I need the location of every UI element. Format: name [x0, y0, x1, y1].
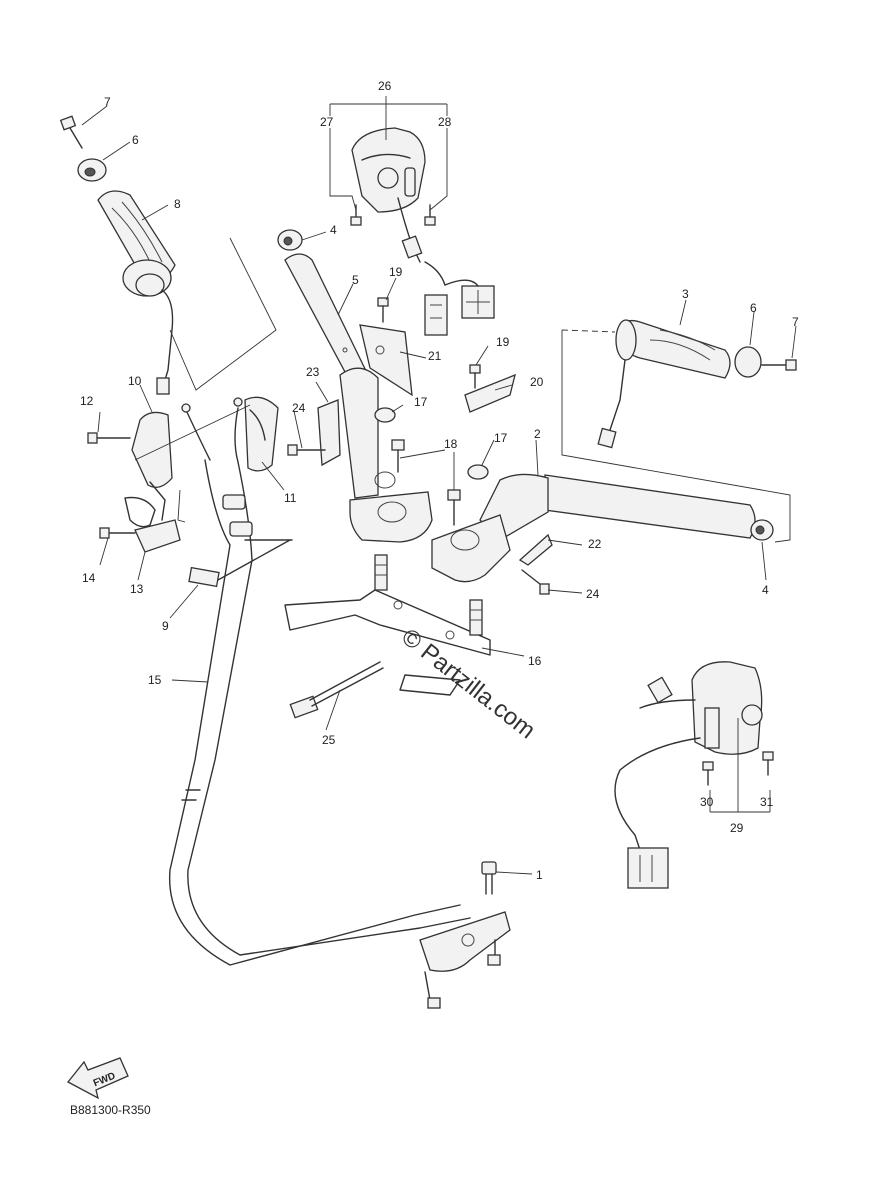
- callout-21: 21: [428, 349, 442, 363]
- diagram-code: B881300-R350: [70, 1103, 151, 1117]
- callout-25: 25: [322, 733, 336, 747]
- callout-17: 17: [494, 431, 508, 445]
- callout-18: 18: [444, 437, 458, 451]
- leader-lines: [81, 96, 797, 875]
- screw-24: [287, 444, 550, 595]
- callout-15: 15: [148, 673, 162, 687]
- cable-tie-25: [289, 661, 384, 719]
- nut-17-left: [374, 407, 396, 423]
- callout-1: 1: [536, 868, 543, 882]
- callout-19: 19: [389, 265, 403, 279]
- guide-22: [518, 533, 553, 566]
- guide-21: [359, 324, 413, 397]
- callout-3: 3: [682, 287, 689, 301]
- screw-7-right: [761, 359, 797, 371]
- callout-5: 5: [352, 273, 359, 287]
- guide-23: [317, 399, 341, 467]
- grip-3-right: [597, 319, 731, 449]
- handlebar-switch-right: [351, 127, 495, 336]
- grip-end-6-left: [77, 158, 107, 182]
- fwd-arrow-icon: FWD: [67, 1057, 129, 1100]
- screw-14: [99, 527, 136, 539]
- callout-4: 4: [330, 223, 337, 237]
- screw-28: [424, 204, 436, 226]
- callout-24: 24: [586, 587, 600, 601]
- handlebar-switch-left-29: [614, 661, 763, 889]
- callout-17: 17: [414, 395, 428, 409]
- throttle-housing-10: [131, 411, 173, 521]
- callout-13: 13: [130, 582, 144, 596]
- bar-end-weight-4-left: [277, 229, 303, 251]
- handlebar-holder-16: [284, 554, 491, 696]
- nut-17-right: [467, 464, 489, 480]
- callout-26: 26: [378, 79, 392, 93]
- callout-16: 16: [528, 654, 542, 668]
- callout-labels: 7 6 8 4 5 26 27 28 19 19 21 20 23 24 17 …: [80, 79, 799, 882]
- screw-31: [762, 751, 774, 776]
- bolt-1: [481, 861, 497, 895]
- callout-10: 10: [128, 374, 142, 388]
- throttle-grip-8: [97, 190, 176, 395]
- callout-7: 7: [792, 315, 799, 329]
- handlebar-2: [431, 473, 756, 583]
- callout-6: 6: [750, 301, 757, 315]
- cable-tie-9: [188, 539, 291, 588]
- callout-20: 20: [530, 375, 544, 389]
- screw-27: [350, 204, 362, 226]
- grip-end-6-right: [734, 346, 762, 378]
- screw-19: [377, 297, 481, 389]
- callout-7: 7: [104, 95, 111, 109]
- throttle-cables-15: [168, 397, 471, 966]
- callout-12: 12: [80, 394, 94, 408]
- callout-6: 6: [132, 133, 139, 147]
- callout-11: 11: [284, 491, 297, 505]
- callout-31: 31: [760, 795, 774, 809]
- callout-29: 29: [730, 821, 744, 835]
- callout-2: 2: [534, 427, 541, 441]
- bar-end-weight-4-right: [750, 519, 774, 541]
- clamp-13: [124, 496, 181, 553]
- screw-12: [87, 432, 131, 444]
- screw-30: [702, 761, 714, 786]
- callout-22: 22: [588, 537, 602, 551]
- throttle-housing-11: [244, 396, 279, 472]
- watermark: © Partzilla.com: [396, 623, 540, 744]
- callout-14: 14: [82, 571, 96, 585]
- callout-30: 30: [700, 795, 714, 809]
- callout-24: 24: [292, 401, 306, 415]
- callout-28: 28: [438, 115, 452, 129]
- screw-7-left: [59, 115, 83, 149]
- callout-19: 19: [496, 335, 510, 349]
- callout-23: 23: [306, 365, 320, 379]
- guide-20: [464, 373, 516, 413]
- callout-4: 4: [762, 583, 769, 597]
- callout-9: 9: [162, 619, 169, 633]
- handlebar-5: [284, 253, 433, 543]
- callout-27: 27: [320, 115, 334, 129]
- cable-bracket-1: [419, 911, 511, 1009]
- callout-8: 8: [174, 197, 181, 211]
